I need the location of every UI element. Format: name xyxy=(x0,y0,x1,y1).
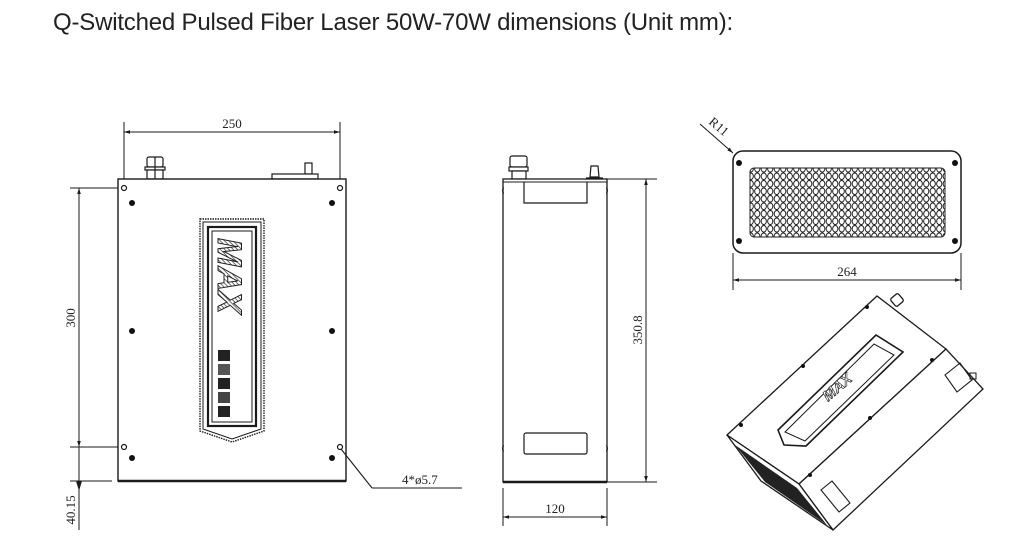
cable-gland-icon xyxy=(508,155,529,180)
screw-dots xyxy=(129,200,335,461)
max-logo-plaque: MAX xyxy=(199,218,265,443)
front-height-label: 300 xyxy=(63,308,78,328)
side-depth-label: 120 xyxy=(545,501,565,516)
vent-grille xyxy=(749,167,946,238)
top-width-label: 264 xyxy=(837,264,857,279)
front-view: 250 xyxy=(63,116,462,530)
top-view: R11 264 xyxy=(699,114,962,290)
side-height-label: 350.8 xyxy=(630,315,645,344)
side-view: 350.8 120 xyxy=(502,155,657,526)
page-title: Q-Switched Pulsed Fiber Laser 50W-70W di… xyxy=(53,9,733,36)
hole-spec-label: 4*ø5.7 xyxy=(402,472,438,487)
front-width-label: 250 xyxy=(222,116,242,131)
front-offset-label: 40.15 xyxy=(63,495,78,524)
radius-label: R11 xyxy=(706,114,732,139)
logo-text: MAX xyxy=(210,238,248,316)
isometric-view: MAX xyxy=(725,293,984,531)
connector-icon xyxy=(586,165,603,179)
connector-icon xyxy=(271,162,319,180)
cable-gland-icon xyxy=(144,156,166,180)
